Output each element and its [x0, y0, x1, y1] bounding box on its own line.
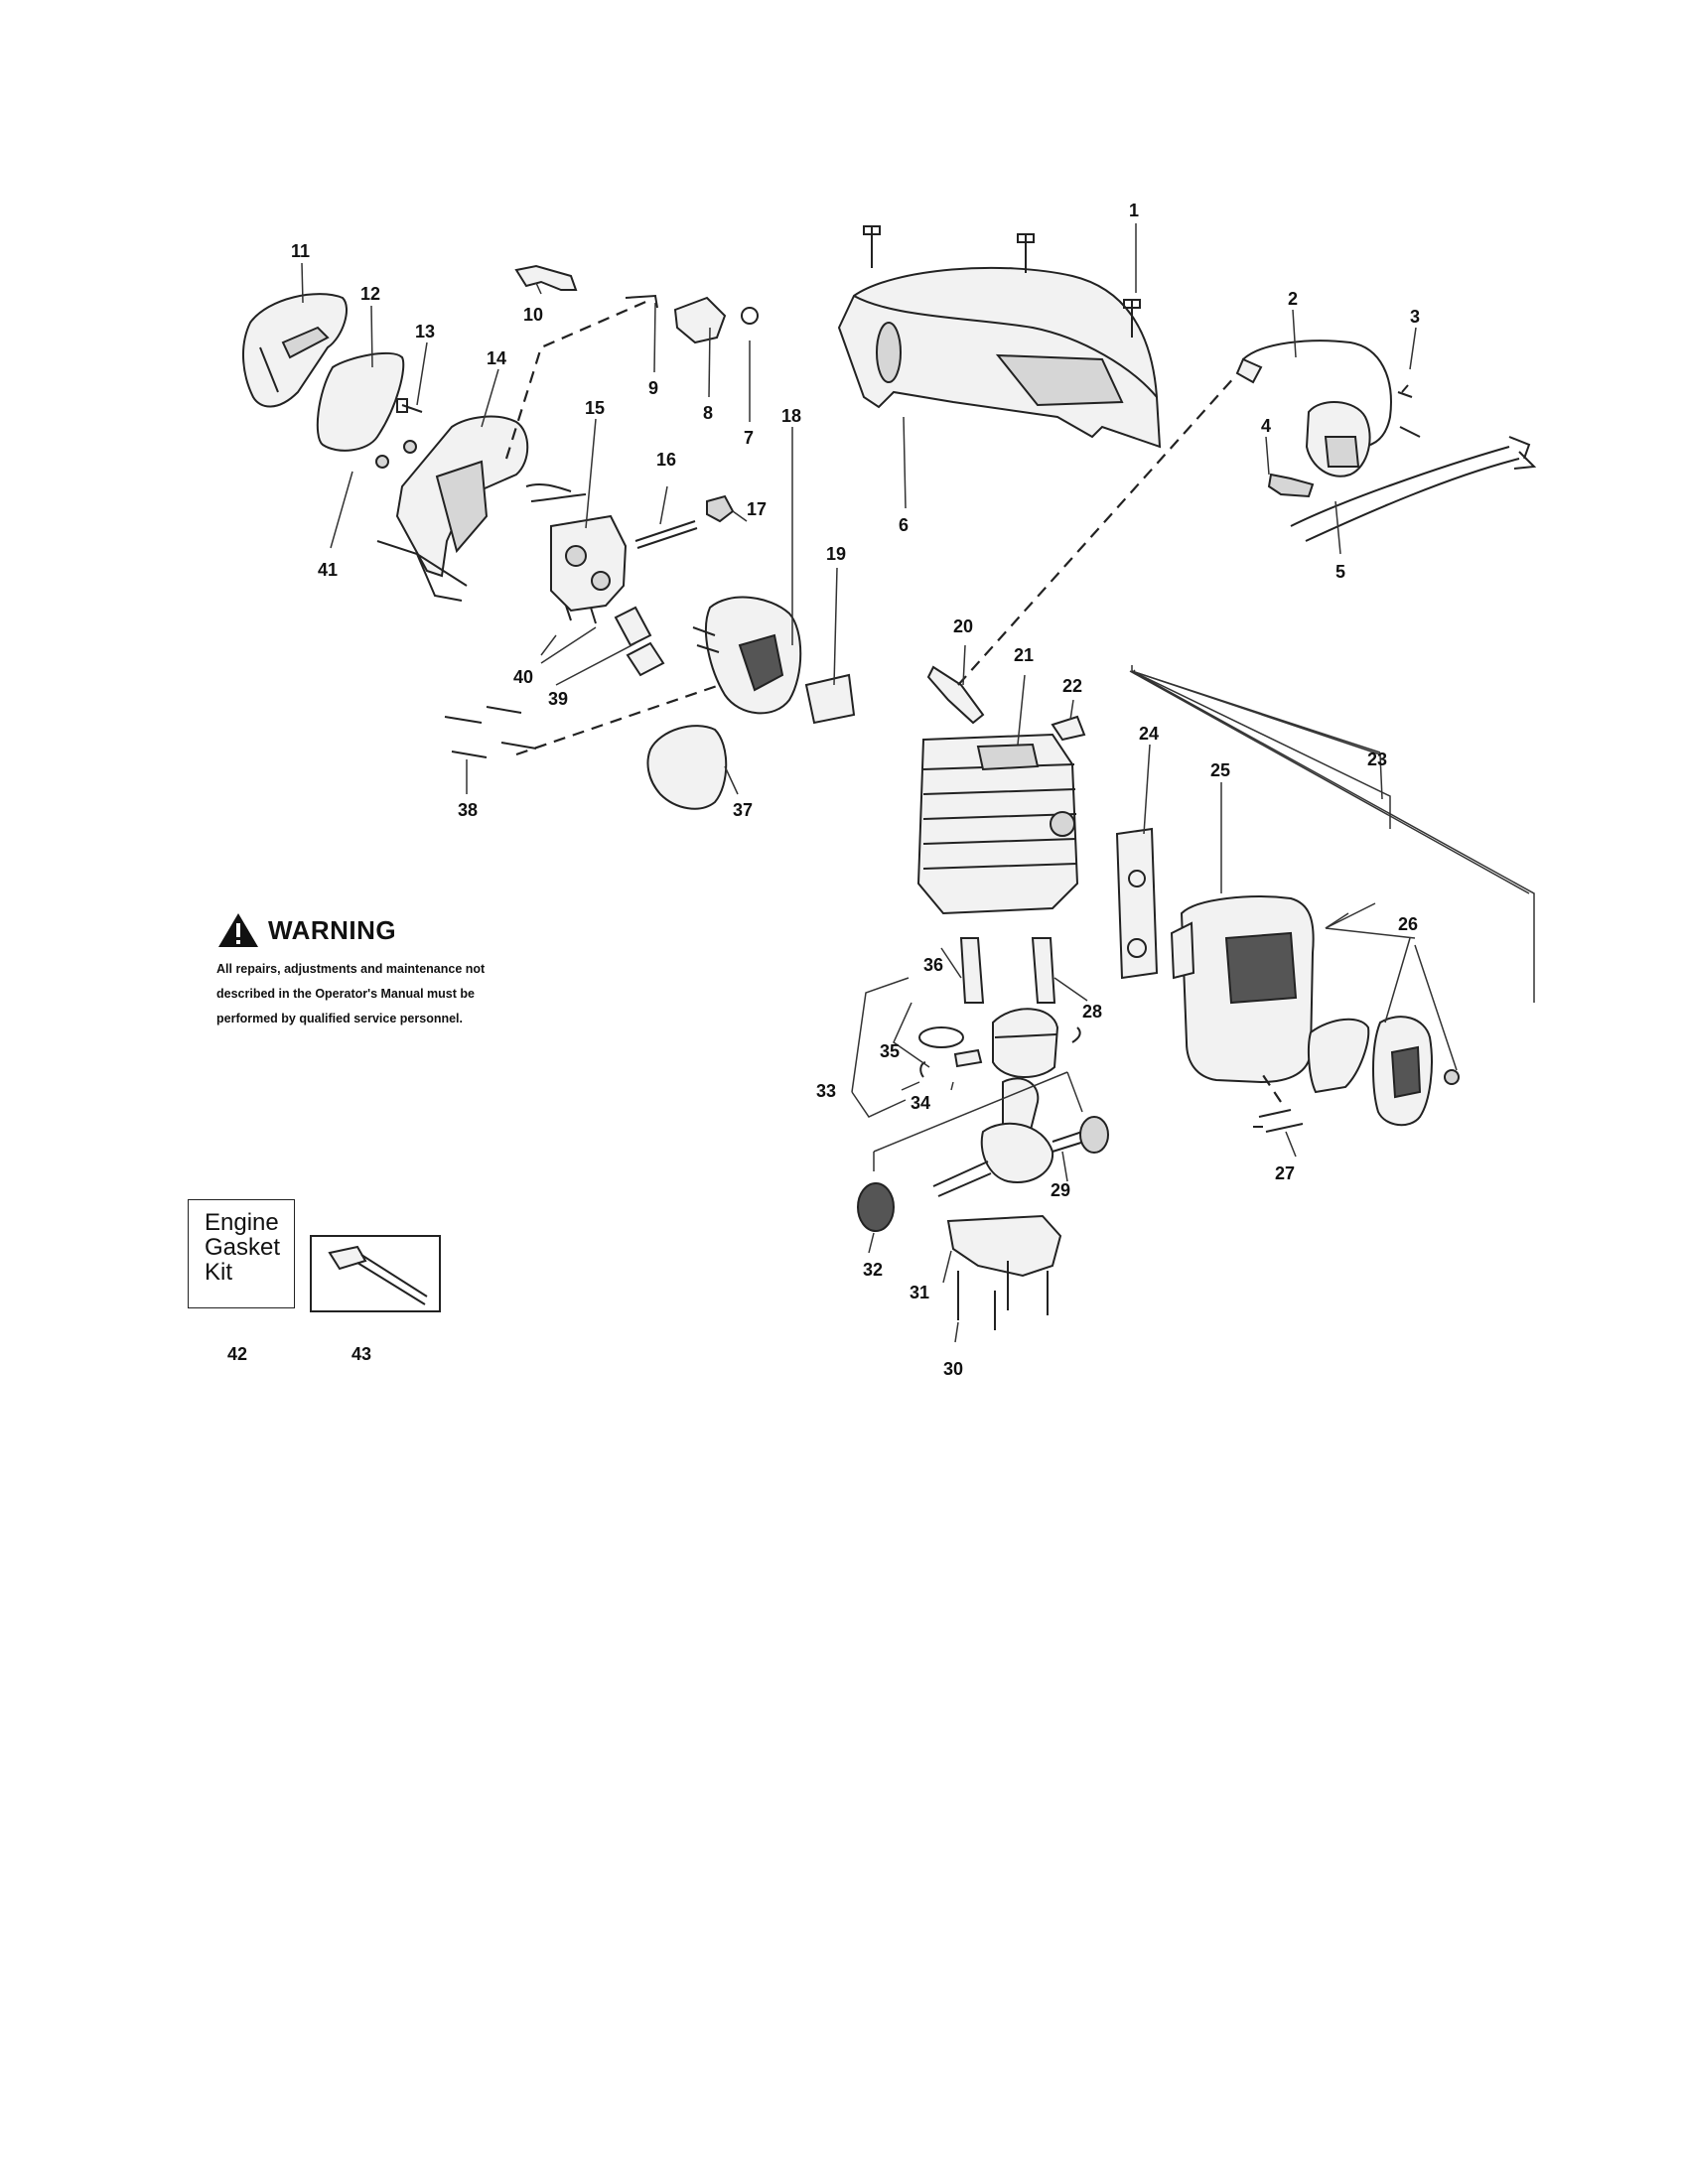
part-label-37: 37 [733, 800, 753, 820]
part-label-33: 33 [816, 1081, 836, 1101]
assembly-dashed-lines [504, 298, 1282, 1103]
part-label-6: 6 [899, 515, 909, 535]
gasket-28-part [1031, 937, 1056, 1004]
part-label-36: 36 [923, 955, 943, 975]
warning-block: WARNING All repairs, adjustments and mai… [216, 911, 554, 1031]
part-label-21: 21 [1014, 645, 1034, 665]
switch-8-part [673, 296, 727, 344]
part-label-3: 3 [1410, 307, 1420, 327]
carburetor-part [550, 514, 628, 624]
screws-27-part [1253, 1109, 1304, 1133]
warning-text: All repairs, adjustments and maintenance… [216, 957, 554, 1031]
gasket-39-part [626, 641, 665, 677]
part-label-29: 29 [1051, 1180, 1070, 1200]
gasket-19-part [804, 673, 856, 725]
air-filter-part [316, 351, 405, 452]
part-label-26: 26 [1398, 914, 1418, 934]
part-label-18: 18 [781, 406, 801, 426]
crankcase-part [946, 1214, 1062, 1278]
part-label-41: 41 [318, 560, 338, 580]
cylinder-part [916, 733, 1079, 915]
part-label-5: 5 [1335, 562, 1345, 582]
part-label-25: 25 [1210, 760, 1230, 780]
air-filter-cover-part [242, 293, 348, 408]
part-number-labels: 1 2 3 4 5 6 7 8 9 10 11 12 13 14 15 16 1… [227, 201, 1420, 1379]
part-label-42: 42 [227, 1344, 247, 1364]
part-label-30: 30 [943, 1359, 963, 1379]
boot-37-part [646, 725, 728, 810]
part-label-14: 14 [487, 348, 506, 368]
part-label-16: 16 [656, 450, 676, 470]
warning-triangle-icon [218, 913, 258, 947]
spacer-40-part [614, 606, 652, 647]
warning-line: All repairs, adjustments and maintenance… [216, 962, 486, 976]
wrench-tool-part [328, 1245, 428, 1305]
part-label-10: 10 [523, 305, 543, 325]
part-label-1: 1 [1129, 201, 1139, 220]
part-label-40: 40 [513, 667, 533, 687]
warning-title: WARNING [268, 914, 397, 945]
carb-adapter-part [692, 596, 802, 715]
part-label-28: 28 [1082, 1002, 1102, 1022]
part-label-20: 20 [953, 616, 973, 636]
seal-part [1079, 1116, 1109, 1154]
bolts-38-part [444, 706, 537, 758]
part-label-9: 9 [648, 378, 658, 398]
top-cover-part [837, 266, 1162, 449]
rod-16-part [634, 520, 698, 549]
part-label-27: 27 [1275, 1163, 1295, 1183]
ignition-module-part [1235, 340, 1537, 542]
spark-plug-part [926, 665, 985, 725]
grommet-17-part [706, 494, 735, 523]
part-label-2: 2 [1288, 289, 1298, 309]
screw-13-part [396, 398, 423, 413]
part-label-39: 39 [548, 689, 568, 709]
part-label-13: 13 [415, 322, 435, 341]
muffler-body-part [1170, 895, 1315, 1084]
part-label-19: 19 [826, 544, 846, 564]
tool-box-43 [310, 1235, 441, 1312]
leader-lines [301, 223, 1535, 1343]
part-label-35: 35 [880, 1041, 900, 1061]
kit-line: Kit [205, 1259, 233, 1286]
washer-7-part [741, 307, 759, 325]
clip-22-part [1051, 715, 1086, 742]
part-label-43: 43 [351, 1344, 371, 1364]
part-label-22: 22 [1062, 676, 1082, 696]
spring-9-part [625, 294, 658, 309]
piston-part [918, 1008, 1081, 1079]
gasket-36-part [959, 937, 985, 1004]
muffler-gasket-part [1115, 827, 1159, 980]
part-label-15: 15 [585, 398, 605, 418]
muffler-cover-part [1372, 1016, 1433, 1127]
part-label-17: 17 [747, 499, 767, 519]
part-label-32: 32 [863, 1260, 883, 1280]
part-label-38: 38 [458, 800, 478, 820]
throttle-link-10-part [514, 264, 578, 291]
spark-screen-part [1307, 1018, 1370, 1094]
kit-line: Engine [205, 1209, 279, 1236]
bearing-32-part [857, 1182, 895, 1232]
crankshaft-part [932, 1077, 1085, 1197]
part-label-8: 8 [703, 403, 713, 423]
warning-line: performed by qualified service personnel… [216, 1012, 463, 1025]
part-label-11: 11 [291, 241, 310, 261]
part-label-7: 7 [744, 428, 754, 448]
part-label-24: 24 [1139, 724, 1159, 744]
part-label-4: 4 [1261, 416, 1271, 436]
cover-screws-part [863, 225, 1141, 338]
engine-gasket-kit-box: Engine Gasket Kit [188, 1199, 295, 1308]
warning-header: WARNING [216, 911, 554, 949]
part-label-34: 34 [911, 1093, 930, 1113]
warning-line: described in the Operator's Manual must … [216, 987, 475, 1001]
part-label-12: 12 [360, 284, 380, 304]
nuts-41-part [375, 440, 417, 469]
nut-26-part [1444, 1069, 1460, 1085]
air-filter-base-part [376, 415, 587, 602]
part-label-23: 23 [1367, 750, 1387, 769]
screws-30-part [957, 1261, 1049, 1330]
kit-line: Gasket [205, 1234, 281, 1261]
part-label-31: 31 [910, 1283, 929, 1302]
